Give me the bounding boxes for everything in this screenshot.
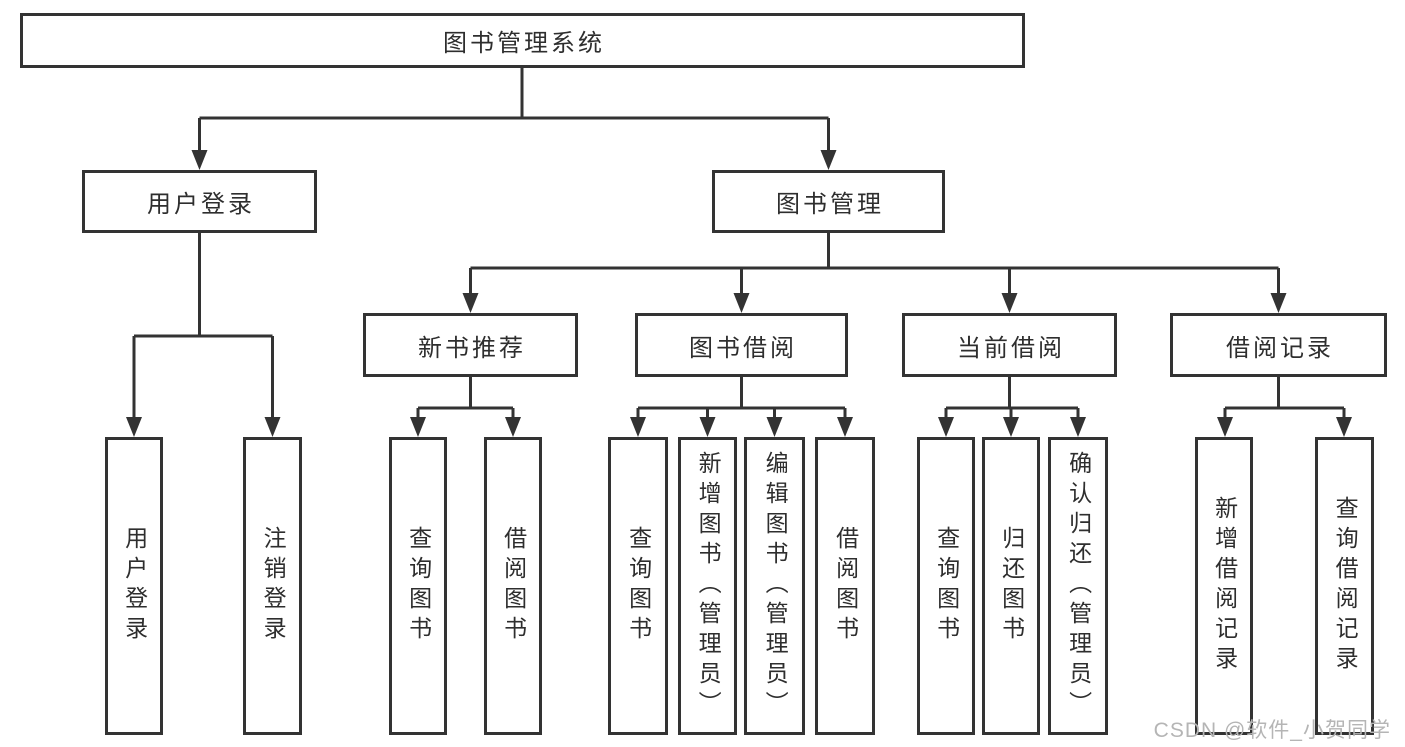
connector-book-management-children [469,233,1280,296]
node-new-book-recommendation: 新书推荐 [363,313,578,377]
node-current-confirm-return-admin: 确认归还（管理员） [1048,437,1108,735]
node-current-confirm-return-admin-label: 确认归还（管理员） [1065,451,1092,721]
connector-user-login-children [132,233,274,420]
node-current-return-books: 归还图书 [982,437,1040,735]
node-recommend-borrow-books-label: 借阅图书 [500,526,527,646]
node-records-query-record-label: 查询借阅记录 [1332,496,1359,676]
node-current-borrowing-label: 当前借阅 [957,334,1065,362]
node-book-borrowing-label: 图书借阅 [689,334,797,362]
node-user-login-label: 用户登录 [147,191,255,218]
node-user-login-action-label: 用户登录 [121,526,148,646]
node-current-borrowing: 当前借阅 [902,313,1117,377]
node-borrow-add-books-admin: 新增图书（管理员） [678,437,737,735]
node-book-management: 图书管理 [712,170,945,233]
connector-current-children [944,377,1080,420]
connector-borrowing-children [636,377,847,420]
node-borrow-add-books-admin-label: 新增图书（管理员） [695,451,722,721]
node-borrow-query-books-label: 查询图书 [625,526,652,646]
node-new-book-recommendation-label: 新书推荐 [418,334,526,362]
node-recommend-query-books-label: 查询图书 [405,526,432,646]
node-library-system-label: 图书管理系统 [443,30,605,57]
node-borrow-edit-books-admin-label: 编辑图书（管理员） [762,451,789,721]
connector-records-children [1223,377,1346,420]
node-borrow-edit-books-admin: 编辑图书（管理员） [744,437,805,735]
csdn-watermark: CSDN @软件_小贺同学 [1153,719,1391,742]
node-records-add-record-label: 新增借阅记录 [1211,496,1238,676]
node-borrow-borrow-books-label: 借阅图书 [832,526,859,646]
node-book-borrowing: 图书借阅 [635,313,848,377]
node-current-query-books: 查询图书 [917,437,975,735]
connector-recommend-children [416,377,515,420]
node-recommend-borrow-books: 借阅图书 [484,437,542,735]
node-current-query-books-label: 查询图书 [933,526,960,646]
node-records-query-record: 查询借阅记录 [1315,437,1374,735]
node-borrow-borrow-books: 借阅图书 [815,437,875,735]
node-user-login: 用户登录 [82,170,317,233]
node-logout: 注销登录 [243,437,302,735]
node-recommend-query-books: 查询图书 [389,437,447,735]
node-user-login-action: 用户登录 [105,437,163,735]
node-book-management-label: 图书管理 [776,191,884,218]
node-borrowing-records: 借阅记录 [1170,313,1387,377]
node-current-return-books-label: 归还图书 [998,526,1025,646]
arrowheads [126,150,1352,437]
connector-root-to-level2 [198,68,830,152]
node-library-system: 图书管理系统 [20,13,1025,68]
node-borrowing-records-label: 借阅记录 [1226,334,1334,362]
node-borrow-query-books: 查询图书 [608,437,668,735]
node-logout-label: 注销登录 [260,526,287,646]
node-records-add-record: 新增借阅记录 [1195,437,1253,735]
